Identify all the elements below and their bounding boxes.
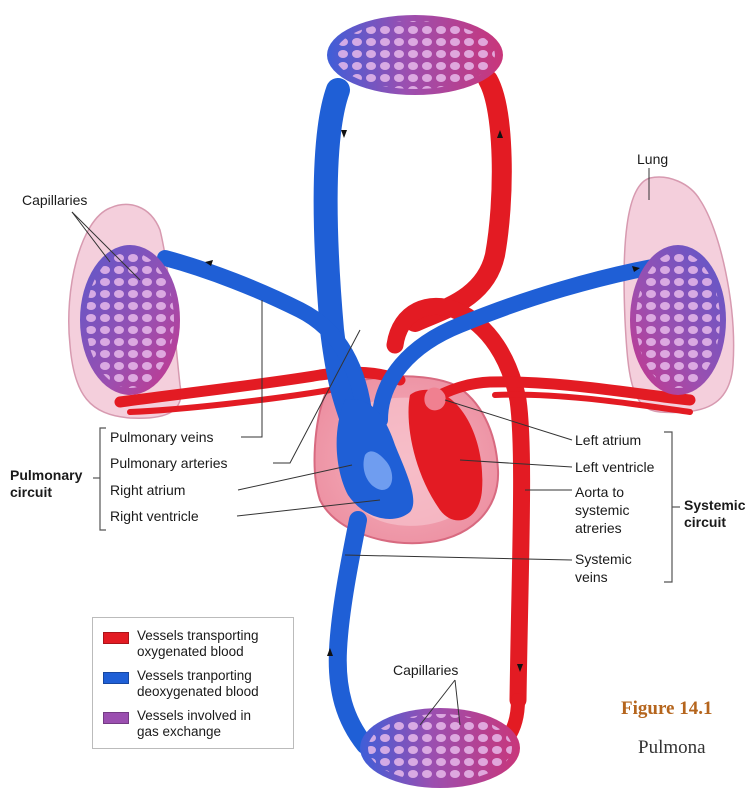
figure-caption-text: Pulmona [638, 737, 706, 759]
legend-item-deoxygenated: Vessels tranporting deoxygenated blood [103, 668, 297, 700]
legend-text-2a: Vessels tranporting [137, 668, 297, 684]
figure-caption-title: Figure 14.1 [621, 698, 712, 720]
legend-text-3b: gas exchange [137, 724, 297, 740]
legend-swatch-purple [103, 712, 129, 724]
capillaries-right-lung [630, 245, 726, 395]
systemic-bracket [664, 432, 672, 582]
legend-text-1b: oxygenated blood [137, 644, 297, 660]
label-pulmonary-circuit-1: Pulmonary [10, 467, 83, 483]
legend-text-1a: Vessels transporting [137, 628, 297, 644]
pulmonary-bracket [100, 428, 106, 530]
label-lung: Lung [637, 151, 668, 167]
legend-item-oxygenated: Vessels transporting oxygenated blood [103, 628, 297, 660]
label-systemic-circuit-2: circuit [684, 514, 726, 530]
label-aorta-1: Aorta to [575, 484, 624, 500]
label-pulmonary-circuit-2: circuit [10, 484, 52, 500]
capillaries-top [327, 15, 503, 95]
label-pulmonary-arteries: Pulmonary arteries [110, 455, 228, 471]
label-systemic-veins-2: veins [575, 569, 608, 585]
label-aorta-2: systemic [575, 502, 629, 518]
legend: Vessels transporting oxygenated blood Ve… [92, 617, 294, 749]
label-systemic-veins-1: Systemic [575, 551, 632, 567]
legend-swatch-red [103, 632, 129, 644]
capillaries-bottom [360, 708, 520, 788]
legend-swatch-blue [103, 672, 129, 684]
label-left-atrium: Left atrium [575, 432, 641, 448]
label-capillaries-left: Capillaries [22, 192, 87, 208]
legend-text-3a: Vessels involved in [137, 708, 297, 724]
label-aorta-3: atreries [575, 520, 622, 536]
legend-item-exchange: Vessels involved in gas exchange [103, 708, 297, 740]
legend-text-2b: deoxygenated blood [137, 684, 297, 700]
capillaries-left-lung [80, 245, 180, 395]
label-systemic-circuit-1: Systemic [684, 497, 746, 513]
label-pulmonary-veins: Pulmonary veins [110, 429, 214, 445]
label-right-ventricle: Right ventricle [110, 508, 199, 524]
label-capillaries-bottom: Capillaries [393, 662, 458, 678]
label-left-ventricle: Left ventricle [575, 459, 655, 475]
label-right-atrium: Right atrium [110, 482, 185, 498]
